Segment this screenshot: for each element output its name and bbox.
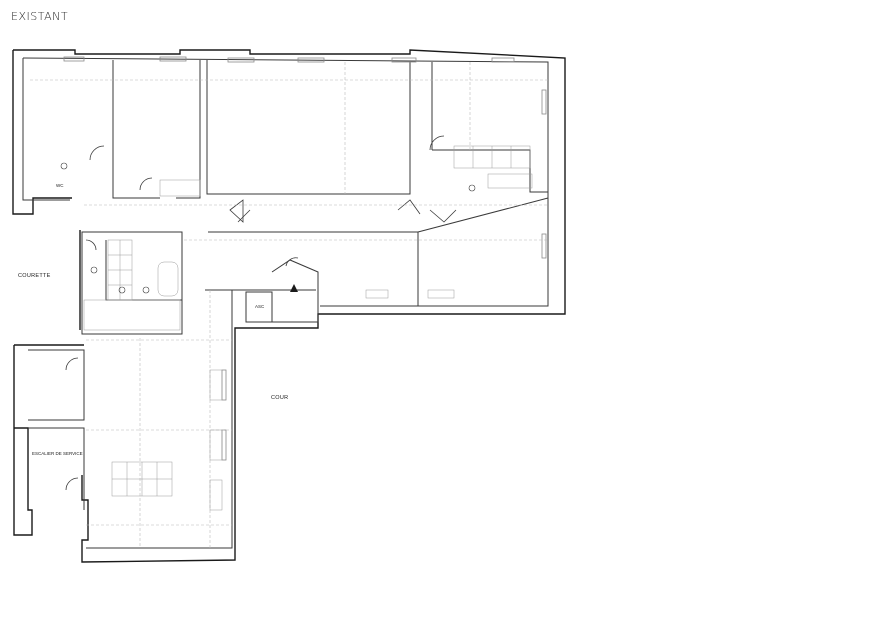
label-cour: COUR (271, 395, 289, 401)
label-asc: ASC (255, 304, 265, 309)
window-6 (491, 57, 515, 63)
label-courette: COURETTE (18, 273, 51, 279)
bath-block (81, 231, 183, 335)
window-cour-2 (221, 429, 227, 461)
sink-unit (365, 289, 389, 299)
bathtub (157, 261, 179, 297)
window-cour-1 (221, 369, 227, 401)
partition-2 (206, 60, 411, 195)
hatched-3 (209, 479, 223, 511)
door-swing-9 (65, 477, 79, 491)
door-swing-6 (429, 209, 457, 223)
window-east-2 (541, 233, 547, 259)
partition-1 (112, 60, 160, 199)
window-3 (227, 57, 255, 63)
bath-counter (83, 299, 181, 331)
kitchen-counter (487, 173, 533, 189)
window-2 (159, 56, 187, 62)
door-swing-5 (429, 135, 445, 151)
window-5 (391, 57, 417, 63)
kitchen-wall (432, 149, 548, 193)
basin-1 (118, 286, 126, 294)
hatched-1 (209, 369, 223, 401)
escalier-west-wall (13, 345, 33, 536)
toilet-3 (468, 184, 476, 192)
window-4 (297, 57, 325, 63)
stair-core (271, 259, 319, 323)
exterior-wall-outline (13, 49, 566, 563)
door-swing-1 (89, 145, 105, 161)
door-swing-2 (139, 177, 153, 191)
door-swing-4 (237, 209, 251, 223)
toilet-2 (90, 266, 98, 274)
door-swing-8 (65, 357, 79, 371)
sink-unit-2 (427, 289, 455, 299)
door-swing-11 (85, 239, 97, 251)
door-swing-10 (285, 257, 299, 267)
label-wc: WC (56, 183, 64, 188)
plan-title: EXISTANT (11, 10, 69, 23)
north-inner (22, 57, 549, 307)
toilet-1 (60, 162, 68, 170)
cour-edge (86, 290, 233, 549)
asc-box (245, 291, 273, 323)
west-rooms-2 (28, 427, 85, 510)
exterior-wall-north-left (12, 50, 72, 215)
window-east-1 (541, 89, 547, 115)
partition-3 (176, 60, 201, 199)
bed-1 (159, 179, 201, 197)
room-east-1 (318, 231, 419, 306)
stair-arrow-icon (290, 284, 298, 292)
label-escalier-de-service: ESCALIER DE SERVICE (32, 451, 83, 456)
basin-2 (142, 286, 150, 294)
room-east-2 (417, 197, 549, 233)
inner-outline (22, 58, 70, 201)
window-1 (63, 56, 85, 62)
door-swing-7 (397, 199, 421, 215)
hatched-2 (209, 429, 223, 461)
west-rooms (28, 349, 85, 421)
